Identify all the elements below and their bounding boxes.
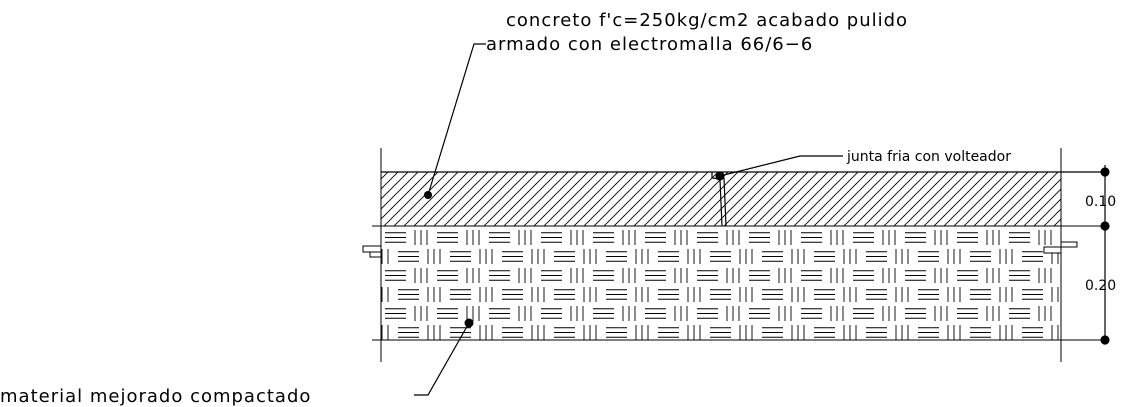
leader-joint [715,155,843,181]
leader-concrete [424,43,486,199]
leader-base [414,318,474,396]
compacted-base-layer [381,230,1059,340]
concrete-spec-label-line1: concreto f'c=250kg/cm2 acabado pulido [506,10,908,31]
bottom-layer-dimension-label: 0.20 [1085,278,1116,294]
dimension-line [1061,165,1110,345]
edge-detail-right [1043,241,1078,254]
concrete-spec-label-line2: armado con electromalla 66/6−6 [486,34,813,55]
joint-label: junta fria con volteador [846,149,1011,165]
edge-detail-left [362,240,382,258]
base-material-label: material mejorado compactado [0,386,311,407]
layer-boundaries [372,225,1105,341]
top-layer-dimension-label: 0.10 [1085,194,1116,210]
